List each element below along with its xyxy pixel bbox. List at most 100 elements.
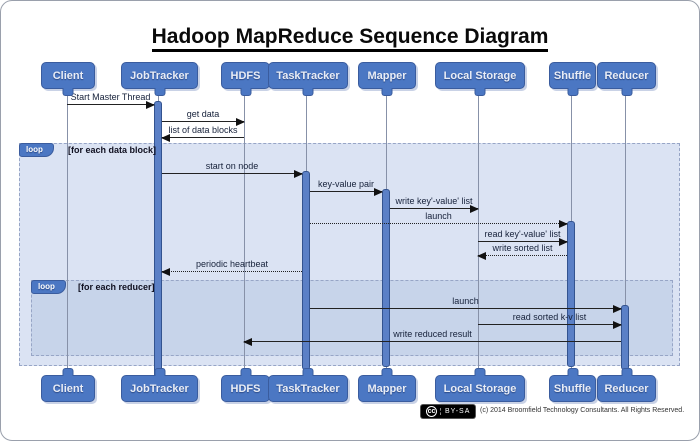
arrowhead-left-icon: [161, 268, 170, 276]
arrowhead-right-icon: [559, 238, 568, 246]
actor-bottom-mapper: Mapper: [358, 368, 416, 402]
actor-bottom-jobtracker: JobTracker: [121, 368, 198, 402]
loop-guard-data-block: [for each data block]: [68, 145, 157, 155]
actor-notch: [381, 368, 393, 376]
actor-label: JobTracker: [130, 69, 189, 82]
message-label: read key'-value' list: [484, 229, 561, 239]
actor-bottom-reducer: Reducer: [597, 368, 656, 402]
arrowhead-left-icon: [243, 338, 252, 346]
arrowhead-right-icon: [613, 321, 622, 329]
message-label: key-value pair: [317, 179, 375, 189]
message-label: start on node: [205, 161, 259, 171]
arrowhead-left-icon: [477, 252, 486, 260]
message-label: write key'-value' list: [395, 196, 473, 206]
actor-label: Shuffle: [553, 69, 592, 82]
actor-top-shuffle: Shuffle: [549, 62, 596, 96]
actor-label: Local Storage: [443, 69, 517, 82]
actor-notch: [474, 368, 486, 376]
actor-label: TaskTracker: [276, 69, 340, 82]
message-label: read sorted k-v list: [512, 312, 587, 322]
message-key-value-pair: key-value pair: [310, 178, 383, 196]
message-label: launch: [425, 211, 452, 221]
lifeline-hdfs: [244, 95, 245, 374]
message-start-on-node: start on node: [162, 160, 303, 178]
actor-notch: [621, 88, 632, 96]
activation-mapper: [382, 189, 390, 367]
actor-label: Reducer: [604, 69, 649, 82]
actor-bottom-hdfs: HDFS: [221, 368, 270, 402]
lifeline-local-storage: [478, 95, 479, 374]
actor-notch: [154, 368, 165, 376]
arrowhead-right-icon: [613, 305, 622, 313]
message-write-sorted-list: write sorted list: [477, 242, 567, 260]
cc-icon: cc: [426, 406, 437, 417]
actor-top-reducer: Reducer: [597, 62, 656, 96]
actor-notch: [381, 88, 393, 96]
arrowhead-right-icon: [559, 220, 568, 228]
message-label: launch: [452, 296, 479, 306]
actor-notch: [62, 88, 74, 96]
actor-notch: [302, 88, 314, 96]
message-label: list of data blocks: [168, 125, 238, 135]
actor-label: HDFS: [230, 69, 261, 82]
actor-label: TaskTracker: [276, 382, 340, 395]
message-write-key-value-list: write key'-value' list: [390, 195, 479, 213]
actor-notch: [62, 368, 74, 376]
cc-license-type: BY-SA: [440, 408, 470, 415]
message-start-master-thread: Start Master Thread: [67, 91, 155, 109]
message-label: write reduced result: [393, 329, 472, 339]
arrowhead-right-icon: [374, 188, 383, 196]
actor-notch: [302, 368, 314, 376]
actor-label: HDFS: [230, 382, 261, 395]
actor-notch: [567, 368, 578, 376]
actor-bottom-tasktracker: TaskTracker: [268, 368, 348, 402]
lifeline-client: [67, 95, 68, 374]
message-list-of-data-blocks: list of data blocks: [161, 124, 244, 142]
copyright-text: (c) 2014 Broomfield Technology Consultan…: [480, 407, 685, 414]
actor-notch: [621, 368, 632, 376]
actor-top-mapper: Mapper: [358, 62, 416, 96]
loop-operator-label: loop: [31, 280, 66, 294]
message-launch-reducer: launch: [310, 295, 622, 313]
message-label: get data: [186, 109, 220, 119]
actor-top-client: Client: [41, 62, 95, 96]
message-read-key-value-list: read key'-value' list: [478, 228, 568, 246]
message-get-data: get data: [162, 108, 245, 126]
actor-bottom-shuffle: Shuffle: [549, 368, 596, 402]
activation-reducer: [621, 305, 629, 370]
arrowhead-right-icon: [146, 101, 155, 109]
actor-notch: [154, 88, 165, 96]
message-label: write sorted list: [492, 243, 553, 253]
actor-top-local-storage: Local Storage: [435, 62, 525, 96]
actor-bottom-client: Client: [41, 368, 95, 402]
actor-notch: [567, 88, 578, 96]
message-launch-shuffle: launch: [310, 210, 568, 228]
activation-shuffle: [567, 221, 575, 367]
actor-notch: [474, 88, 486, 96]
actor-label: Mapper: [367, 69, 407, 82]
arrowhead-right-icon: [470, 205, 479, 213]
loop-frame-reducer: [31, 280, 673, 356]
arrowhead-left-icon: [161, 134, 170, 142]
actor-top-tasktracker: TaskTracker: [268, 62, 348, 96]
page-title: Hadoop MapReduce Sequence Diagram: [1, 25, 699, 52]
arrowhead-right-icon: [294, 170, 303, 178]
actor-label: JobTracker: [130, 382, 189, 395]
actor-top-jobtracker: JobTracker: [121, 62, 198, 96]
activation-jobtracker: [154, 101, 162, 378]
message-label: Start Master Thread: [70, 92, 151, 102]
actor-label: Reducer: [604, 382, 649, 395]
page-title-text: Hadoop MapReduce Sequence Diagram: [151, 25, 549, 52]
message-periodic-heartbeat: periodic heartbeat: [161, 258, 302, 276]
message-label: periodic heartbeat: [195, 259, 269, 269]
message-write-reduced-result: write reduced result: [243, 328, 621, 346]
message-read-sorted-kv-list: read sorted k-v list: [478, 311, 622, 329]
actor-label: Shuffle: [553, 382, 592, 395]
loop-guard-reducer: [for each reducer]: [78, 282, 155, 292]
actor-label: Mapper: [367, 382, 407, 395]
arrowhead-right-icon: [236, 118, 245, 126]
actor-bottom-local-storage: Local Storage: [435, 368, 525, 402]
lifeline-reducer: [625, 95, 626, 374]
actor-label: Client: [52, 382, 84, 395]
